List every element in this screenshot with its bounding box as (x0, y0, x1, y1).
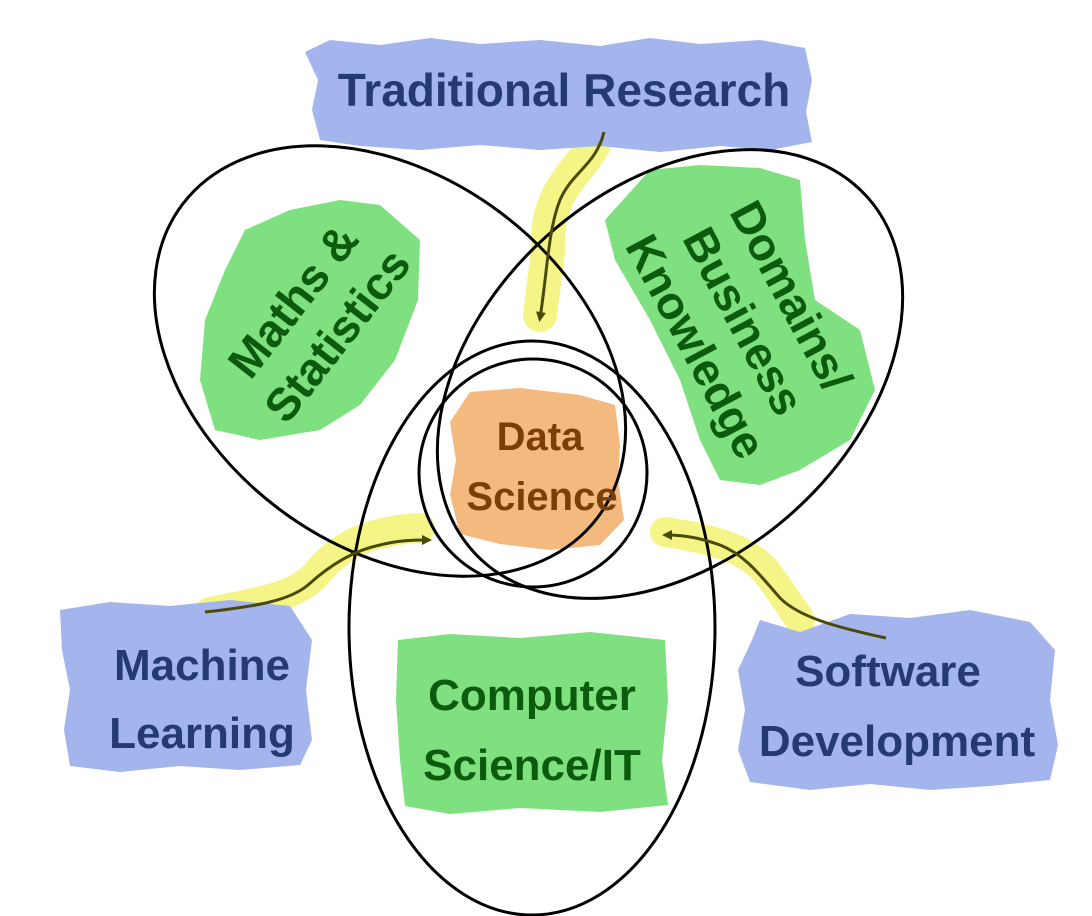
computer-science-line2: Science/IT (423, 741, 641, 790)
software-development-line1: Software (795, 647, 981, 696)
highlight-top-arrow (523, 111, 617, 332)
arrow-machine-learning (204, 535, 432, 614)
arrow-software-development (662, 530, 887, 640)
computer-science-ellipse (347, 339, 717, 916)
machine-learning-line2: Learning (109, 709, 295, 758)
highlight-left-arrow (195, 513, 435, 627)
computer-science-line1: Computer (428, 671, 636, 720)
highlight-traditional-research (305, 38, 812, 152)
data-science-circle (417, 357, 649, 589)
highlight-machine-learning (60, 600, 312, 772)
highlight-computer-science (396, 632, 668, 814)
data-science-line1: Data (497, 415, 584, 459)
arrow-traditional-research (536, 131, 606, 322)
maths-statistics-ellipse (152, 144, 628, 578)
highlight-data-science (450, 388, 624, 550)
software-development-line2: Development (759, 717, 1036, 766)
highlight-maths-statistics (200, 200, 420, 440)
highlight-software-development (738, 610, 1058, 790)
domains-knowledge-ellipse (435, 148, 905, 600)
highlight-right-arrow (650, 517, 815, 635)
data-science-line2: Science (466, 475, 617, 519)
highlight-domains (605, 165, 875, 485)
traditional-research-label: Traditional Research (338, 64, 791, 116)
machine-learning-line1: Machine (114, 641, 290, 690)
